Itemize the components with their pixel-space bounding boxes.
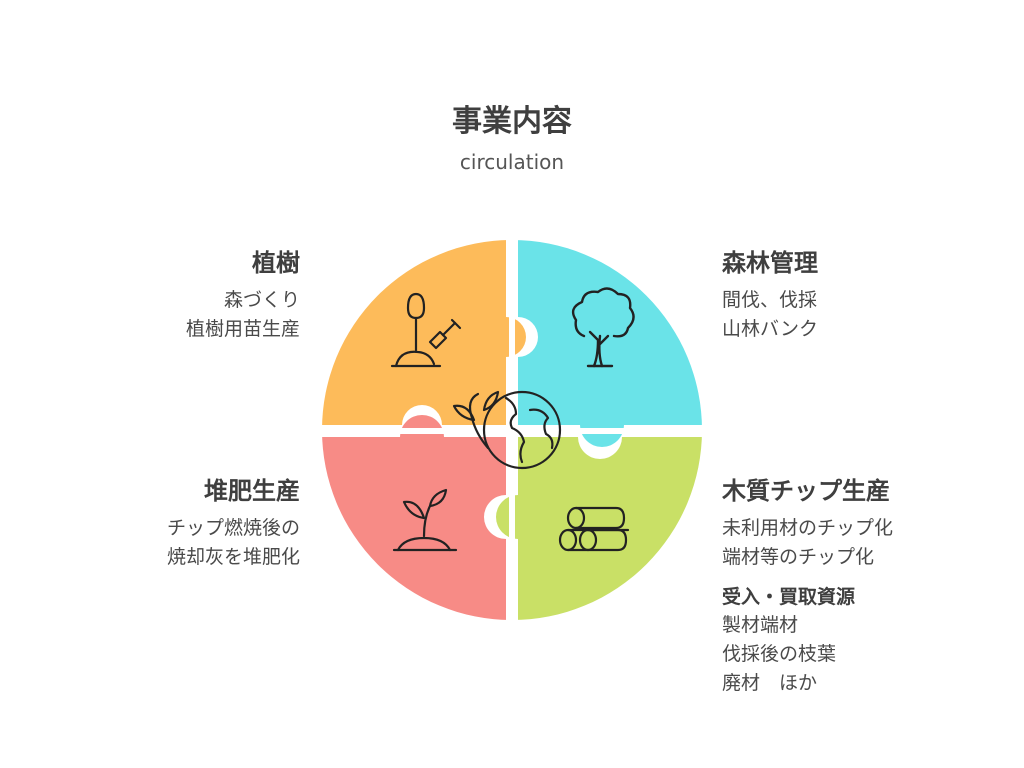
quadrant-line: 間伐、伐採 xyxy=(722,289,818,311)
planting-icon xyxy=(390,292,462,368)
quadrant-subtitle: 受入・買取資源 xyxy=(722,586,856,608)
page-subtitle: circulation xyxy=(459,150,565,174)
quadrant-line: 未利用材のチップ化 xyxy=(722,517,894,539)
logs-icon xyxy=(558,506,630,552)
quadrant-line: 端材等のチップ化 xyxy=(722,546,875,568)
sprout-icon xyxy=(392,488,458,552)
quadrant-top-left xyxy=(322,240,526,425)
tree-icon xyxy=(571,287,635,368)
quadrant-title: 森林管理 xyxy=(722,249,818,277)
quadrant-bottom-left xyxy=(322,415,506,620)
quadrant-subline: 廃材 ほか xyxy=(722,672,818,694)
quadrant-line: 森づくり xyxy=(223,289,300,311)
quadrant-top-right xyxy=(518,240,702,447)
quadrant-line: 焼却灰を堆肥化 xyxy=(166,546,300,568)
quadrant-subline: 製材端材 xyxy=(722,614,799,636)
quadrant-line: 植樹用苗生産 xyxy=(185,318,300,340)
quadrant-title: 木質チップ生産 xyxy=(722,477,890,505)
quadrant-subline: 伐採後の枝葉 xyxy=(722,643,837,665)
quadrant-line: チップ燃焼後の xyxy=(166,517,300,539)
quadrant-bottom-right-text: 木質チップ生産 未利用材のチップ化 端材等のチップ化 受入・買取資源 製材端材 … xyxy=(722,471,893,698)
quadrant-bottom-left-text: 堆肥生産 チップ燃焼後の 焼却灰を堆肥化 xyxy=(167,471,300,572)
quadrant-bottom-right xyxy=(496,437,702,620)
quadrant-line: 山林バンク xyxy=(722,318,818,340)
earth-plant-icon xyxy=(452,390,562,470)
page-title: 事業内容 xyxy=(452,104,572,139)
quadrant-title: 堆肥生産 xyxy=(204,477,300,505)
quadrant-top-right-text: 森林管理 間伐、伐採 山林バンク xyxy=(722,243,818,344)
quadrant-top-left-text: 植樹 森づくり 植樹用苗生産 xyxy=(186,243,300,344)
quadrant-title: 植樹 xyxy=(252,249,300,277)
